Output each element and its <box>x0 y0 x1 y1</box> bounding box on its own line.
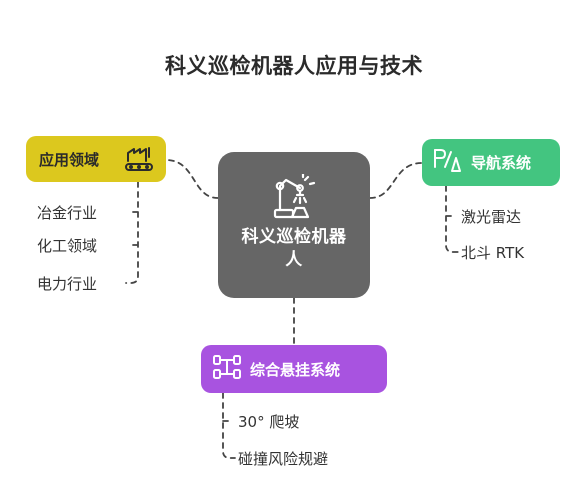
suspension-axle-icon <box>212 353 242 385</box>
connector-suspension-items <box>222 392 236 459</box>
branch-applications: 应用领域 <box>26 136 166 182</box>
branch-suspension: 综合悬挂系统 <box>201 345 387 393</box>
branch-navigation-label: 导航系统 <box>471 154 532 172</box>
navigation-signal-icon <box>432 147 464 179</box>
leaf-suspension-climb: 30° 爬坡 <box>238 413 300 431</box>
branch-applications-label: 应用领域 <box>39 150 100 169</box>
robot-arm-icon <box>270 174 318 220</box>
connector-center-applications <box>165 159 219 199</box>
connector-center-navigation <box>369 162 423 199</box>
leaf-applications-chemical: 化工领域 <box>37 237 98 255</box>
connector-navigation-items <box>445 185 459 253</box>
leaf-applications-metallurgy: 冶金行业 <box>37 204 98 222</box>
leaf-suspension-collision: 碰撞风险规避 <box>238 450 329 468</box>
leaf-applications-power: 电力行业 <box>37 275 98 293</box>
factory-conveyor-icon <box>124 145 154 177</box>
branch-navigation: 导航系统 <box>422 139 560 186</box>
branch-suspension-label: 综合悬挂系统 <box>250 360 341 379</box>
leaf-navigation-beidou-rtk: 北斗 RTK <box>461 244 525 262</box>
central-node: 科义巡检机器人 <box>218 152 370 298</box>
connector-applications-items <box>125 181 139 284</box>
central-node-label: 科义巡检机器人 <box>241 227 347 270</box>
leaf-navigation-lidar: 激光雷达 <box>461 208 522 226</box>
diagram-title: 科义巡检机器人应用与技术 <box>165 54 423 78</box>
